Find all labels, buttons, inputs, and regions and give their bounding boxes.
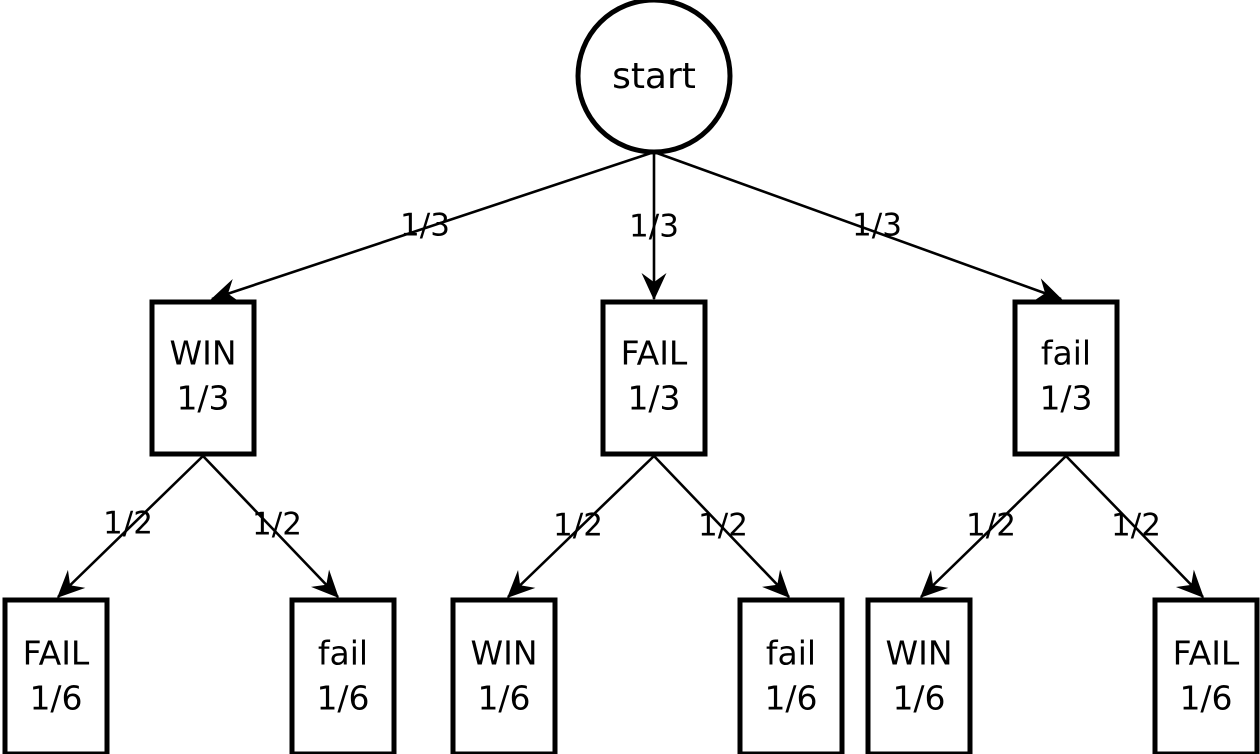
- fail-upper-1-3-box: [600, 299, 708, 457]
- edge-fail-upper-to-fail-lower-1-6: [653, 455, 790, 598]
- fail-lower-1-6-b-box: [737, 597, 845, 754]
- fail-lower-1-6-a-label: fail: [318, 634, 368, 673]
- fail-upper-1-6-b-label: FAIL: [1173, 634, 1240, 673]
- win-1-6-b-label: WIN: [885, 634, 952, 673]
- node-fail-upper-1-6[interactable]: FAIL 1/6: [2, 597, 110, 754]
- node-win-1-6-b[interactable]: WIN 1/6: [865, 597, 973, 754]
- fail-upper-1-6-probability: 1/6: [29, 679, 82, 718]
- edge-label-win-fail: 1/2: [103, 506, 153, 542]
- fail-upper-1-3-label: FAIL: [621, 334, 688, 373]
- win-1-6-b-probability: 1/6: [892, 679, 945, 718]
- win-1-6-b-box: [865, 597, 973, 754]
- node-fail-lower-1-3[interactable]: fail 1/3: [1012, 299, 1120, 457]
- fail-lower-1-6-b-probability: 1/6: [764, 679, 817, 718]
- fail-upper-1-3-probability: 1/3: [627, 379, 680, 418]
- fail-lower-1-6-a-probability: 1/6: [316, 679, 369, 718]
- node-fail-lower-1-6-b[interactable]: fail 1/6: [737, 597, 845, 754]
- edge-fail-lower-to-fail-upper-1-6: [1065, 455, 1204, 598]
- edge-label-start-win: 1/3: [400, 208, 450, 244]
- node-win-1-3[interactable]: WIN 1/3: [149, 299, 257, 457]
- win-1-3-label: WIN: [169, 334, 236, 373]
- edge-label-failupper-fail: 1/2: [698, 508, 748, 544]
- fail-lower-1-3-label: fail: [1041, 334, 1091, 373]
- edge-label-start-fail-upper: 1/3: [629, 209, 679, 245]
- edge-fail-lower-to-win-1-6: [920, 455, 1067, 598]
- win-1-6-a-box: [450, 597, 558, 754]
- win-1-3-box: [149, 299, 257, 457]
- fail-lower-1-6-b-label: fail: [766, 634, 816, 673]
- fail-upper-1-6-b-box: [1152, 597, 1260, 754]
- edge-win-to-fail-lower-1-6: [202, 455, 339, 598]
- node-win-1-6-a[interactable]: WIN 1/6: [450, 597, 558, 754]
- edge-win-to-fail-1-6: [57, 455, 204, 598]
- node-fail-upper-1-6-b[interactable]: FAIL 1/6: [1152, 597, 1260, 754]
- win-1-3-probability: 1/3: [176, 379, 229, 418]
- node-fail-lower-1-6-a[interactable]: fail 1/6: [289, 597, 397, 754]
- edge-label-failupper-win: 1/2: [553, 508, 603, 544]
- node-start[interactable]: start: [575, 0, 733, 155]
- fail-upper-1-6-b-probability: 1/6: [1179, 679, 1232, 718]
- edge-label-faillower-fail: 1/2: [1111, 508, 1161, 544]
- fail-lower-1-6-a-box: [289, 597, 397, 754]
- edge-label-start-fail-lower: 1/3: [852, 208, 902, 244]
- edge-label-win-fail-lower: 1/2: [252, 507, 302, 543]
- edge-start-to-win: [210, 150, 655, 303]
- win-1-6-a-probability: 1/6: [477, 679, 530, 718]
- win-1-6-a-label: WIN: [470, 634, 537, 673]
- edge-label-faillower-win: 1/2: [966, 508, 1016, 544]
- edge-fail-upper-to-win-1-6: [507, 455, 655, 598]
- fail-lower-1-3-probability: 1/3: [1039, 379, 1092, 418]
- edges-group: [57, 150, 1204, 598]
- fail-upper-1-6-box: [2, 597, 110, 754]
- fail-upper-1-6-label: FAIL: [23, 634, 90, 673]
- start-label: start: [612, 56, 696, 97]
- start-circle: [575, 0, 733, 155]
- node-fail-upper-1-3[interactable]: FAIL 1/3: [600, 299, 708, 457]
- edge-start-to-fail-lower: [653, 150, 1063, 302]
- fail-lower-1-3-box: [1012, 299, 1120, 457]
- edge-labels-group: 1/3 1/3 1/3 1/2 1/2 1/2 1/2 1/2 1/2: [103, 208, 1161, 544]
